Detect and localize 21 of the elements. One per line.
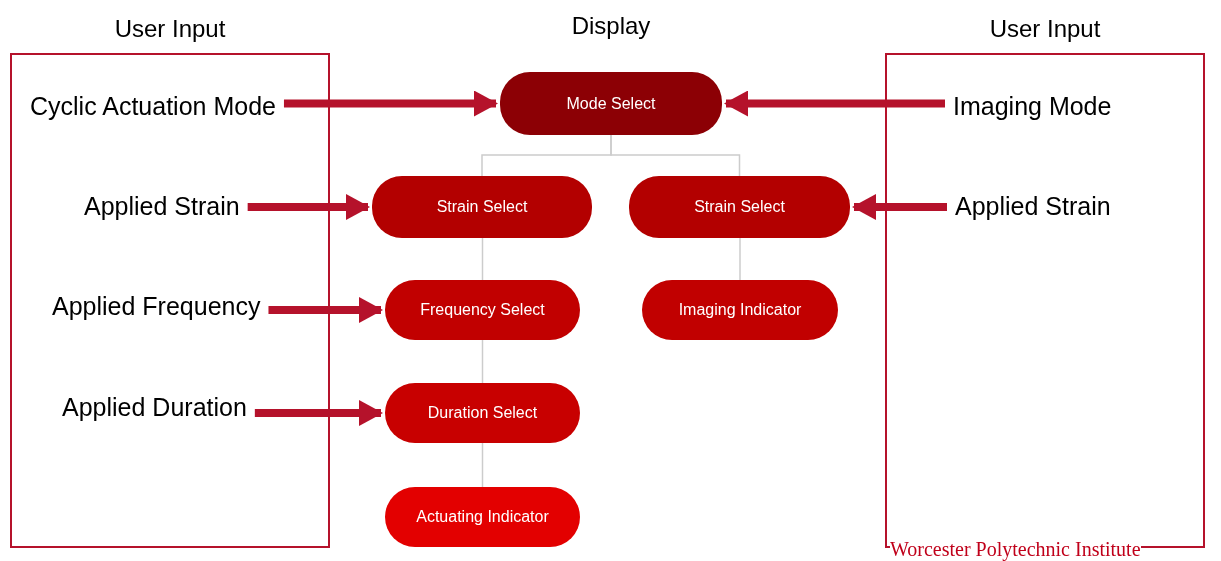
input-label: Cyclic Actuation Mode — [30, 91, 276, 121]
tree-connector-line — [739, 237, 741, 281]
input-label: Applied Strain — [84, 191, 240, 221]
input-label: Applied Frequency — [52, 291, 261, 321]
display-screen-pill: Duration Select — [385, 383, 580, 443]
input-label: Applied Duration — [62, 392, 247, 422]
display-screen-pill: Strain Select — [629, 176, 850, 238]
tree-connector-line — [481, 237, 484, 281]
diagram-title: Display — [570, 11, 652, 41]
tree-connector-line — [610, 134, 741, 177]
tree-connector-line — [481, 442, 484, 488]
display-screen-pill: Strain Select — [372, 176, 592, 238]
panel-heading: User Input — [988, 14, 1102, 44]
input-label: Imaging Mode — [953, 91, 1112, 121]
panel-heading: User Input — [113, 14, 227, 44]
input-label: Applied Strain — [955, 191, 1111, 221]
display-screen-pill: Imaging Indicator — [642, 280, 838, 340]
display-screen-pill: Mode Select — [500, 72, 722, 135]
tree-connector-line — [481, 339, 484, 384]
display-screen-pill: Actuating Indicator — [385, 487, 580, 547]
display-screen-pill: Frequency Select — [385, 280, 580, 340]
